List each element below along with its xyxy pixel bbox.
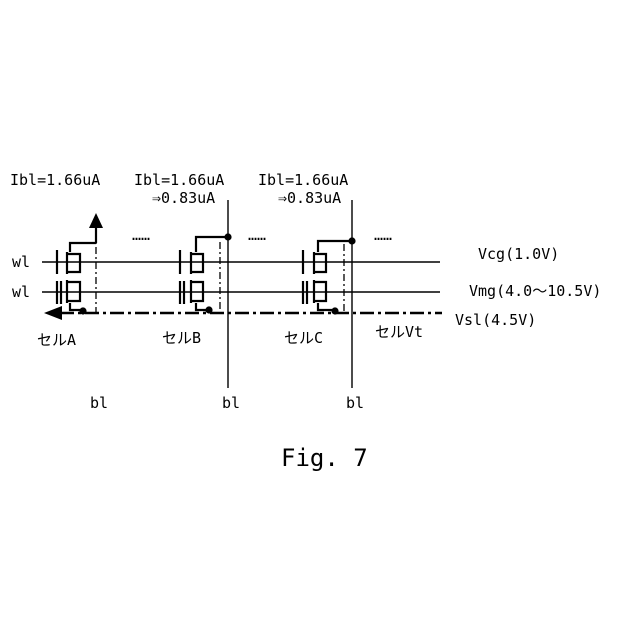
cell-a-transistor [57, 243, 96, 310]
cell-c-current-after: ⇒0.83uA [278, 189, 341, 207]
cell-a-node-dot [79, 307, 86, 314]
bitline-label-b: bl [222, 394, 240, 412]
bitline-label-a: bl [90, 394, 108, 412]
cell-a-current-label: Ibl=1.66uA [10, 171, 100, 189]
cell-b-current-label: Ibl=1.66uA [134, 171, 224, 189]
cell-b-node-dot-top [224, 233, 231, 240]
cell-c-current-label: Ibl=1.66uA [258, 171, 348, 189]
cell-b-transistor [180, 237, 228, 310]
voltage-mg-label: Vmg(4.0～10.5V) [469, 282, 601, 300]
source-line-arrow-icon [44, 306, 62, 320]
cell-c-node-dot [331, 307, 338, 314]
cell-c-label: セルC [284, 329, 323, 347]
voltage-sl-label: Vsl(4.5V) [455, 311, 536, 329]
wordline-label-mg: wl [12, 283, 30, 301]
ellipsis-3: …… [374, 226, 392, 244]
cell-b-node-dot [205, 306, 212, 313]
cell-last-label: セルVt [375, 323, 423, 341]
bitline-label-c: bl [346, 394, 364, 412]
cell-a-current-arrow-icon [89, 213, 103, 228]
ellipsis-2: …… [248, 226, 266, 244]
wordline-label-cg: wl [12, 253, 30, 271]
cell-b-current-after: ⇒0.83uA [152, 189, 215, 207]
voltage-cg-label: Vcg(1.0V) [478, 245, 559, 263]
cell-c-node-dot-top [348, 237, 355, 244]
ellipsis-1: …… [132, 226, 150, 244]
figure-caption: Fig. 7 [281, 444, 368, 472]
cell-b-label: セルB [162, 329, 201, 347]
cell-a-label: セルA [37, 331, 76, 349]
